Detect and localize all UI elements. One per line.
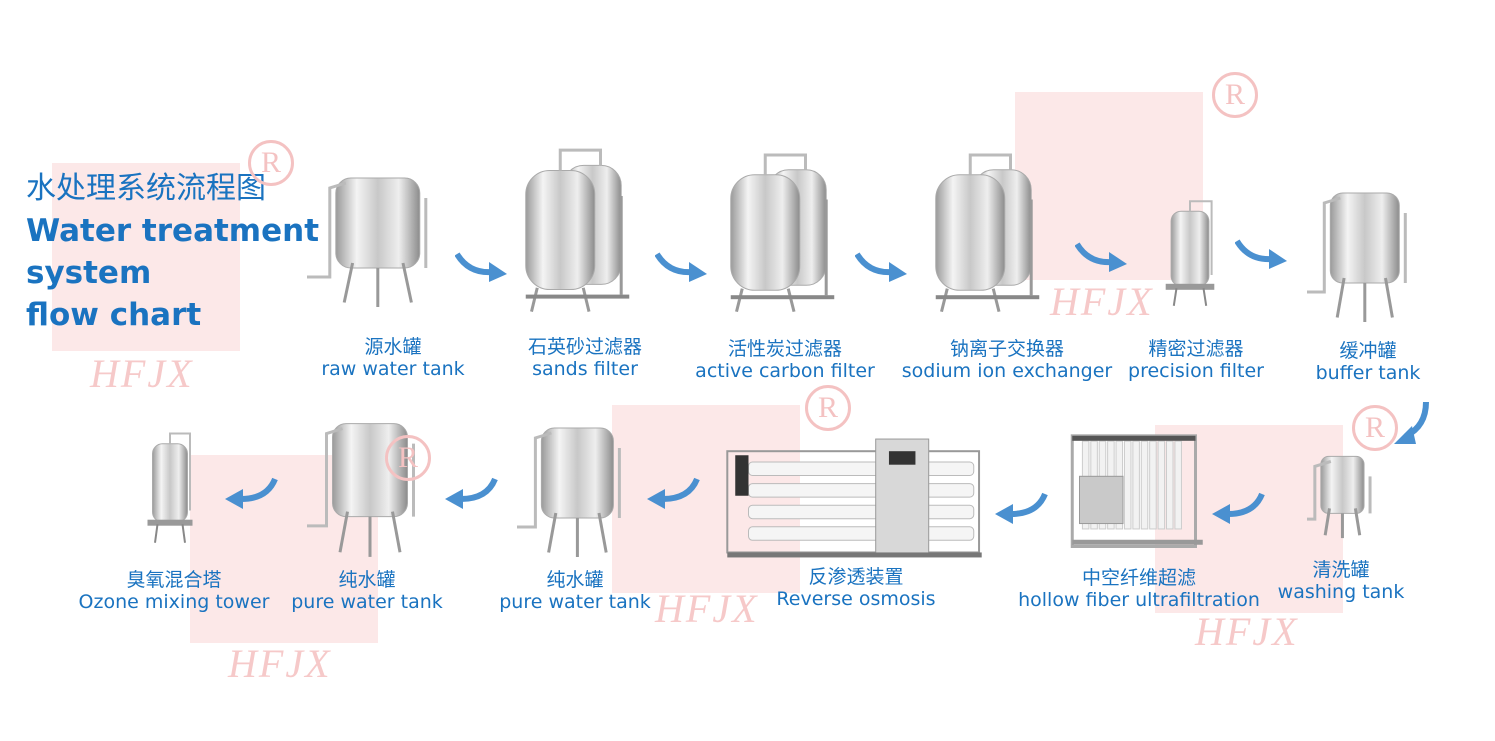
flow-arrow-icon — [1074, 240, 1130, 282]
filter-vessel-icon — [520, 145, 635, 315]
flow-arrow-icon — [223, 475, 278, 517]
watermark-text: HFJX — [90, 351, 194, 396]
flow-arrow-icon — [1234, 237, 1290, 279]
stage-label-cn: 清洗罐 — [1312, 559, 1370, 581]
flow-arrow-icon — [443, 475, 498, 517]
cartridge-filter-icon — [1163, 198, 1217, 308]
flow-arrow-icon — [645, 475, 700, 517]
watermark-registered: R — [248, 140, 294, 186]
stage-label-en: sands filter — [532, 358, 638, 380]
flow-arrow-icon — [454, 250, 510, 292]
stage-label-cn: 中空纤维超滤 — [1081, 567, 1196, 589]
storage-tank-icon — [515, 410, 635, 560]
title-english-line: system — [26, 255, 152, 291]
watermark-logo — [52, 163, 240, 351]
stage-label-en: buffer tank — [1315, 362, 1421, 384]
stage-label-en: Reverse osmosis — [776, 588, 936, 610]
watermark-registered: R — [1352, 405, 1398, 451]
flow-arrow-icon — [854, 250, 910, 292]
flow-arrow-icon — [654, 250, 710, 292]
flow-arrow-icon — [1210, 490, 1265, 532]
stage-label-en: pure water tank — [291, 591, 443, 613]
stage-label-en: raw water tank — [321, 358, 465, 380]
watermark-logo — [612, 405, 800, 593]
title-chinese: 水处理系统流程图 — [26, 171, 266, 206]
stage-label-en: washing tank — [1277, 581, 1405, 603]
stage-label-cn: 缓冲罐 — [1339, 340, 1397, 362]
stage-label-en: sodium ion exchanger — [901, 360, 1113, 382]
flow-arrow-icon — [993, 490, 1048, 532]
stage-label-en: pure water tank — [499, 591, 651, 613]
stage-label-en: active carbon filter — [695, 360, 875, 382]
ro-skid-icon — [722, 435, 987, 570]
storage-tank-icon — [305, 405, 430, 560]
watermark-text: HFJX — [655, 586, 759, 631]
stage-label-cn: 活性炭过滤器 — [727, 338, 842, 360]
filter-vessel-icon — [725, 150, 840, 315]
stage-label-en: Ozone mixing tower — [78, 591, 270, 613]
stage-label-cn: 精密过滤器 — [1148, 338, 1244, 360]
ultrafiltration-skid-icon — [1065, 425, 1210, 560]
title-english-line: flow chart — [26, 297, 202, 333]
flow-arrow-down-icon — [1392, 400, 1432, 452]
stage-label-cn: 源水罐 — [364, 336, 422, 358]
stage-label-cn: 臭氧混合塔 — [126, 569, 222, 591]
stage-label-cn: 纯水罐 — [546, 569, 604, 591]
watermark-text: HFJX — [228, 641, 332, 686]
storage-tank-icon — [1305, 445, 1377, 540]
cartridge-filter-icon — [145, 430, 195, 545]
storage-tank-icon — [1305, 175, 1420, 325]
storage-tank-icon — [305, 160, 445, 310]
page-title: 水处理系统流程图 Water treatment system flow cha… — [26, 168, 319, 336]
stage-label-cn: 反渗透装置 — [808, 566, 904, 588]
stage-label-cn: 石英砂过滤器 — [527, 336, 643, 358]
watermark-registered: R — [1212, 72, 1258, 118]
stage-label-en: precision filter — [1128, 360, 1264, 382]
watermark-text: HFJX — [1050, 279, 1154, 324]
stage-label-cn: 钠离子交换器 — [949, 338, 1065, 360]
title-english-line: Water treatment — [26, 213, 320, 249]
stage-label-en: hollow fiber ultrafiltration — [1018, 589, 1260, 611]
filter-vessel-icon — [930, 150, 1045, 315]
watermark-registered: R — [805, 385, 851, 431]
watermark-registered: R — [385, 435, 431, 481]
stage-label-cn: 纯水罐 — [338, 569, 396, 591]
watermark-text: HFJX — [1195, 609, 1299, 654]
